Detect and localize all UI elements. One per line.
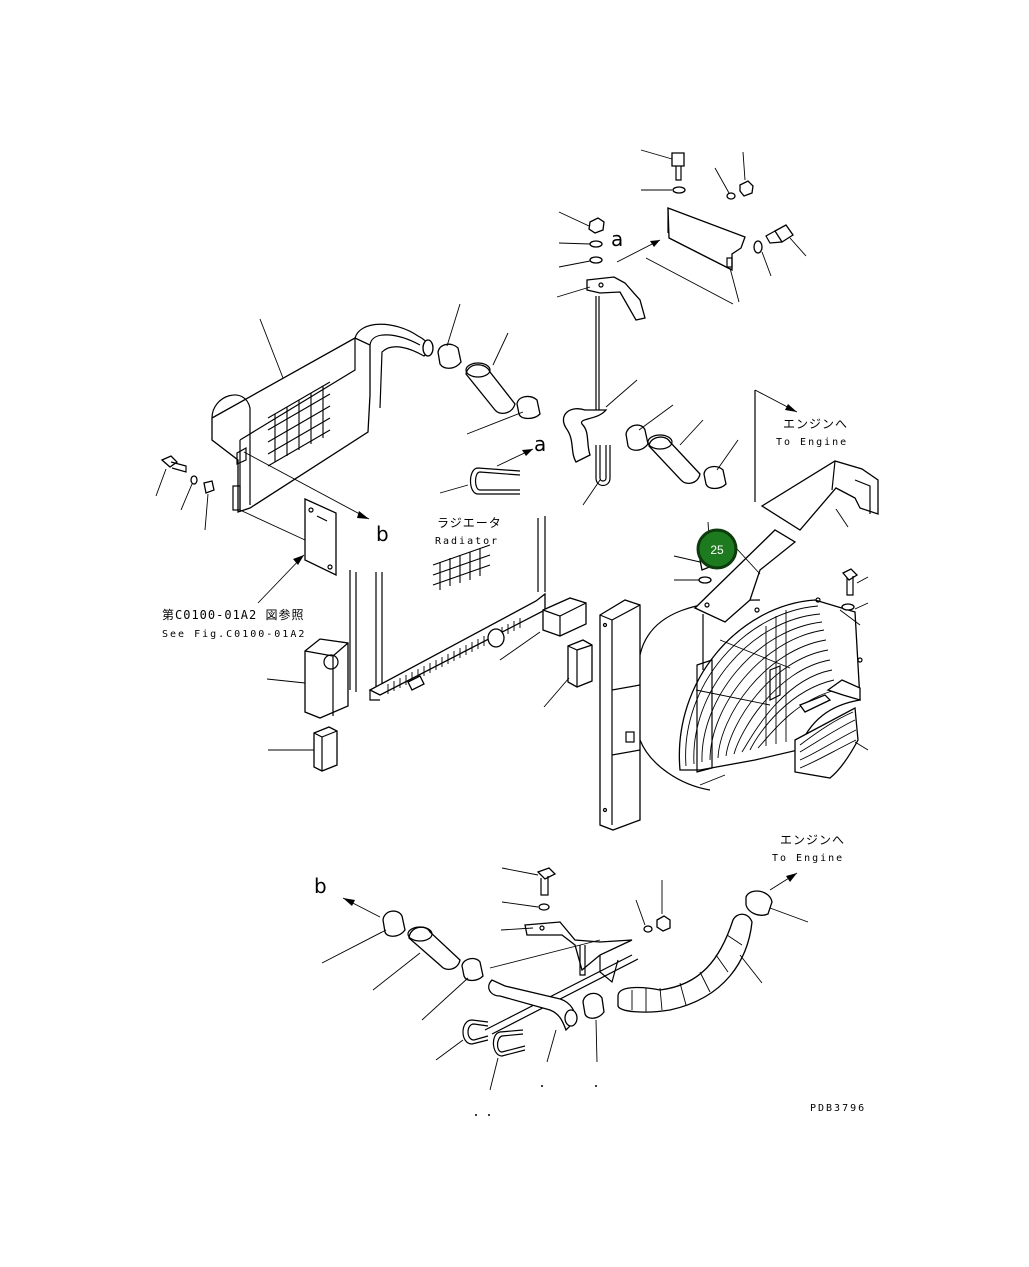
- cover-plate: [239, 497, 337, 604]
- lower-fan-guard: [794, 706, 869, 779]
- part-25-callout[interactable]: 25: [696, 528, 738, 570]
- core-mesh-icon: [267, 381, 331, 467]
- radiator-en-label: Radiator: [435, 536, 499, 547]
- to-engine-en-bottom: To Engine: [772, 853, 844, 864]
- lower-hose-assembly: [321, 867, 809, 1116]
- cushion-blocks: [266, 638, 349, 772]
- radiator-core: [349, 516, 546, 701]
- to-engine-jp-bottom: エンジンへ: [780, 833, 845, 847]
- drawing-number: PDB3796: [810, 1103, 866, 1114]
- callout-b-bottom: b: [314, 874, 327, 898]
- radiator-mesh-icon: [432, 544, 491, 590]
- radiator-jp-label: ラジエータ: [437, 516, 502, 530]
- fan-guard-top-plate: [754, 389, 879, 531]
- see-fig-en-label: See Fig.C0100-01A2: [162, 629, 306, 640]
- to-engine-jp-top: エンジンへ: [783, 417, 848, 431]
- part-25-number: 25: [710, 543, 724, 557]
- upper-hoses: [437, 303, 739, 506]
- callout-b-mid: b: [376, 522, 389, 546]
- see-fig-jp-label: 第C0100-01A2 図参照: [162, 607, 304, 622]
- fan-guard: [678, 568, 869, 773]
- callout-a-mid: a: [534, 432, 546, 456]
- to-engine-en-top: To Engine: [776, 437, 848, 448]
- fan-shroud: [599, 599, 761, 831]
- guard-leader: [699, 774, 726, 786]
- upper-tank-assembly: [155, 318, 434, 531]
- callout-a-top: a: [611, 227, 623, 251]
- top-bracket-assembly: [556, 149, 807, 410]
- reservoir-tank: [542, 597, 593, 708]
